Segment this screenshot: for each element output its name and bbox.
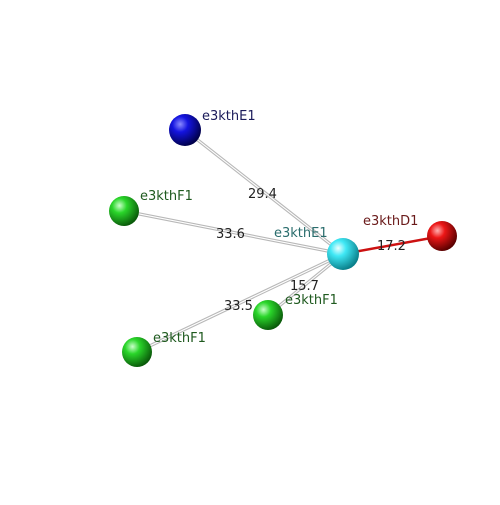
distance-label-leftGreen: 33.6 — [216, 227, 245, 242]
edge-topBlue — [183, 128, 345, 256]
distance-label-topBlue: 29.4 — [248, 187, 277, 202]
node-label-lowGreen: e3kthF1 — [153, 331, 206, 346]
green-node-lowGreen[interactable] — [122, 337, 152, 367]
node-labels-layer: e3kthE1 e3kthE1 e3kthF1 e3kthF1 e3kthF1 e3kth… — [140, 109, 418, 346]
edge-midGreen — [266, 252, 345, 317]
distance-label-lowGreen: 33.5 — [224, 299, 253, 314]
distance-label-redNode: 17.2 — [377, 239, 406, 254]
distance-label-midGreen: 15.7 — [290, 279, 319, 294]
node-label-leftGreen: e3kthF1 — [140, 189, 193, 204]
edges-layer — [123, 128, 443, 354]
node-label-center: e3kthE1 — [274, 226, 328, 241]
node-label-midGreen: e3kthF1 — [285, 293, 338, 308]
edge-redNode — [342, 234, 443, 256]
blue-node-topBlue[interactable] — [169, 114, 201, 146]
node-label-topBlue: e3kthE1 — [202, 109, 256, 124]
distance-labels-layer: 29.4 33.6 15.7 33.5 17.2 — [216, 187, 406, 314]
red-node-redNode[interactable] — [427, 221, 457, 251]
node-label-redNode: e3kthD1 — [363, 214, 418, 229]
green-node-leftGreen[interactable] — [109, 196, 139, 226]
edge-lowGreen — [136, 252, 344, 354]
nodes-layer — [109, 114, 457, 367]
edge-leftGreen — [123, 209, 344, 256]
center-node-center[interactable] — [327, 238, 359, 270]
green-node-midGreen[interactable] — [253, 300, 283, 330]
